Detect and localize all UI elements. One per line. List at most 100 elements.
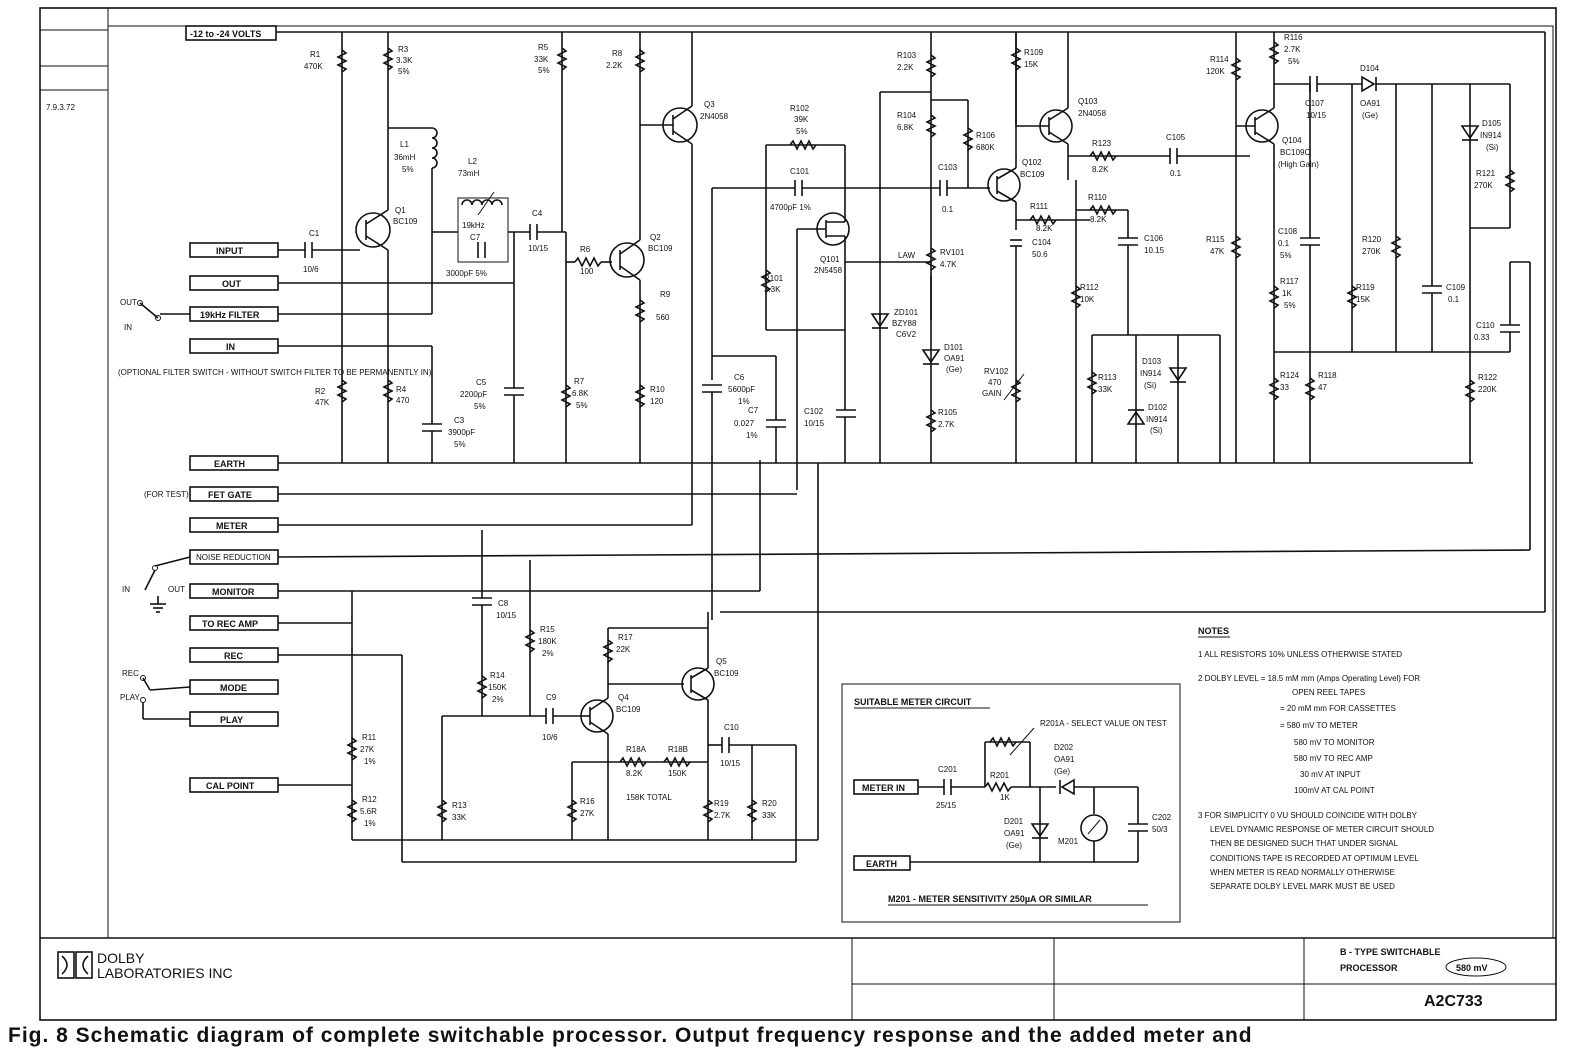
svg-text:C4: C4 (532, 209, 543, 218)
svg-text:L1: L1 (400, 140, 409, 149)
svg-text:BC109: BC109 (616, 705, 641, 714)
svg-text:Q1: Q1 (395, 206, 406, 215)
drawing-number: A2C733 (1424, 993, 1483, 1010)
terminal-noise-reduction[interactable]: NOISE REDUCTION (189, 549, 279, 565)
svg-text:OA91: OA91 (944, 354, 965, 363)
terminal-play[interactable]: PLAY (189, 711, 279, 727)
svg-text:8.2K: 8.2K (1036, 224, 1053, 233)
svg-text:100mV AT CAL POINT: 100mV AT CAL POINT (1294, 786, 1375, 795)
svg-text:0.027: 0.027 (734, 419, 755, 428)
svg-text:RV101: RV101 (940, 248, 965, 257)
svg-text:R122: R122 (1478, 373, 1498, 382)
svg-text:IN914: IN914 (1480, 131, 1502, 140)
terminal-monitor[interactable]: MONITOR (189, 583, 279, 599)
svg-text:Q103: Q103 (1078, 97, 1098, 106)
svg-text:Q102: Q102 (1022, 158, 1042, 167)
terminal-fet-gate[interactable]: FET GATE (189, 486, 279, 502)
svg-text:PLAY: PLAY (220, 715, 243, 725)
svg-text:C10: C10 (724, 723, 739, 732)
svg-text:R123: R123 (1092, 139, 1112, 148)
drawing-date: 7.9.3.72 (46, 103, 75, 112)
terminal-earth[interactable]: EARTH (189, 455, 279, 471)
svg-text:R106: R106 (976, 131, 996, 140)
svg-text:2.7K: 2.7K (714, 811, 731, 820)
svg-text:33K: 33K (452, 813, 467, 822)
noise-reduction-switch[interactable]: IN OUT (122, 556, 191, 613)
svg-text:10/6: 10/6 (303, 265, 319, 274)
svg-text:R105: R105 (938, 408, 958, 417)
svg-text:(Ge): (Ge) (1006, 841, 1022, 850)
svg-text:LAW: LAW (898, 251, 915, 260)
company-name-line1: DOLBY (97, 950, 145, 966)
svg-text:5%: 5% (796, 127, 808, 136)
transistor-q5 (681, 667, 715, 701)
svg-text:10/15: 10/15 (1306, 111, 1327, 120)
svg-text:OPEN REEL TAPES: OPEN REEL TAPES (1292, 688, 1365, 697)
svg-text:FET GATE: FET GATE (208, 490, 252, 500)
meter-in-terminal[interactable]: METER IN (853, 779, 919, 795)
mode-switch[interactable]: REC PLAY (120, 669, 191, 720)
svg-text:BZY88: BZY88 (892, 319, 917, 328)
svg-text:M201 - METER SENSITIVITY 250µA: M201 - METER SENSITIVITY 250µA OR SIMILA… (888, 894, 1092, 904)
svg-text:27K: 27K (360, 745, 375, 754)
drawing-title-line1: B - TYPE SWITCHABLE (1340, 947, 1441, 957)
svg-text:C108: C108 (1278, 227, 1298, 236)
terminal-19khz-filter[interactable]: 19kHz FILTER (189, 306, 279, 322)
svg-text:BC109: BC109 (648, 244, 673, 253)
svg-text:5%: 5% (538, 66, 550, 75)
drawing-title-line2: PROCESSOR (1340, 963, 1398, 973)
svg-text:IN914: IN914 (1140, 369, 1162, 378)
svg-text:ZD101: ZD101 (894, 308, 919, 317)
terminal-input[interactable]: INPUT (189, 242, 279, 258)
filter-switch[interactable]: OUT IN (120, 298, 190, 332)
svg-text:(Si): (Si) (1144, 381, 1157, 390)
svg-text:10/15: 10/15 (804, 419, 825, 428)
svg-text:R17: R17 (618, 633, 633, 642)
svg-text:33K: 33K (1098, 385, 1113, 394)
svg-text:(Si): (Si) (1150, 426, 1163, 435)
svg-text:R124: R124 (1280, 371, 1300, 380)
terminal-cal-point[interactable]: CAL POINT (189, 777, 279, 793)
svg-text:MONITOR: MONITOR (212, 587, 255, 597)
svg-text:C8: C8 (498, 599, 509, 608)
svg-text:R119: R119 (1356, 283, 1375, 292)
svg-text:50/3: 50/3 (1152, 825, 1168, 834)
svg-text:C7: C7 (748, 406, 759, 415)
figure-caption: Fig. 8 Schematic diagram of complete swi… (8, 1024, 1253, 1047)
terminal-out[interactable]: OUT (189, 275, 279, 291)
svg-text:R18B: R18B (668, 745, 688, 754)
svg-text:R117: R117 (1280, 277, 1299, 286)
svg-text:180K: 180K (538, 637, 557, 646)
svg-text:(Si): (Si) (1486, 143, 1499, 152)
svg-text:19kHz: 19kHz (462, 221, 485, 230)
svg-text:R9: R9 (660, 290, 671, 299)
terminal-meter[interactable]: METER (189, 517, 279, 533)
svg-text:R13: R13 (452, 801, 467, 810)
control-stage: R114 120K R115 47K Q104 BC109C (High Gai… (277, 32, 1546, 613)
svg-text:2.7K: 2.7K (938, 420, 955, 429)
svg-text:R104: R104 (897, 111, 917, 120)
svg-text:Q104: Q104 (1282, 136, 1302, 145)
svg-text:33: 33 (1280, 383, 1289, 392)
transistor-q102 (987, 168, 1021, 202)
svg-text:OUT: OUT (168, 585, 185, 594)
meter-earth-terminal[interactable]: EARTH (853, 855, 911, 871)
svg-text:2N4058: 2N4058 (1078, 109, 1107, 118)
svg-text:C109: C109 (1446, 283, 1466, 292)
terminal-in[interactable]: IN (189, 338, 279, 354)
terminal-mode[interactable]: MODE (189, 679, 279, 695)
filter-19khz-tank (457, 197, 509, 263)
svg-text:2200pF: 2200pF (460, 390, 487, 399)
svg-text:2 DOLBY LEVEL = 18.5 mM mm (A: 2 DOLBY LEVEL = 18.5 mM mm (Amps Operati… (1198, 674, 1420, 683)
svg-text:R19: R19 (714, 799, 729, 808)
svg-text:27K: 27K (580, 809, 595, 818)
terminal-supply[interactable]: -12 to -24 VOLTS (185, 25, 277, 41)
terminal-to-rec-amp[interactable]: TO REC AMP (189, 615, 279, 631)
svg-text:3.3K: 3.3K (764, 285, 781, 294)
svg-text:R118: R118 (1318, 371, 1337, 380)
terminal-rec[interactable]: REC (189, 647, 279, 663)
svg-text:2.2K: 2.2K (897, 63, 914, 72)
svg-text:5%: 5% (576, 401, 588, 410)
svg-text:R3: R3 (398, 45, 409, 54)
svg-text:(Ge): (Ge) (1054, 767, 1070, 776)
